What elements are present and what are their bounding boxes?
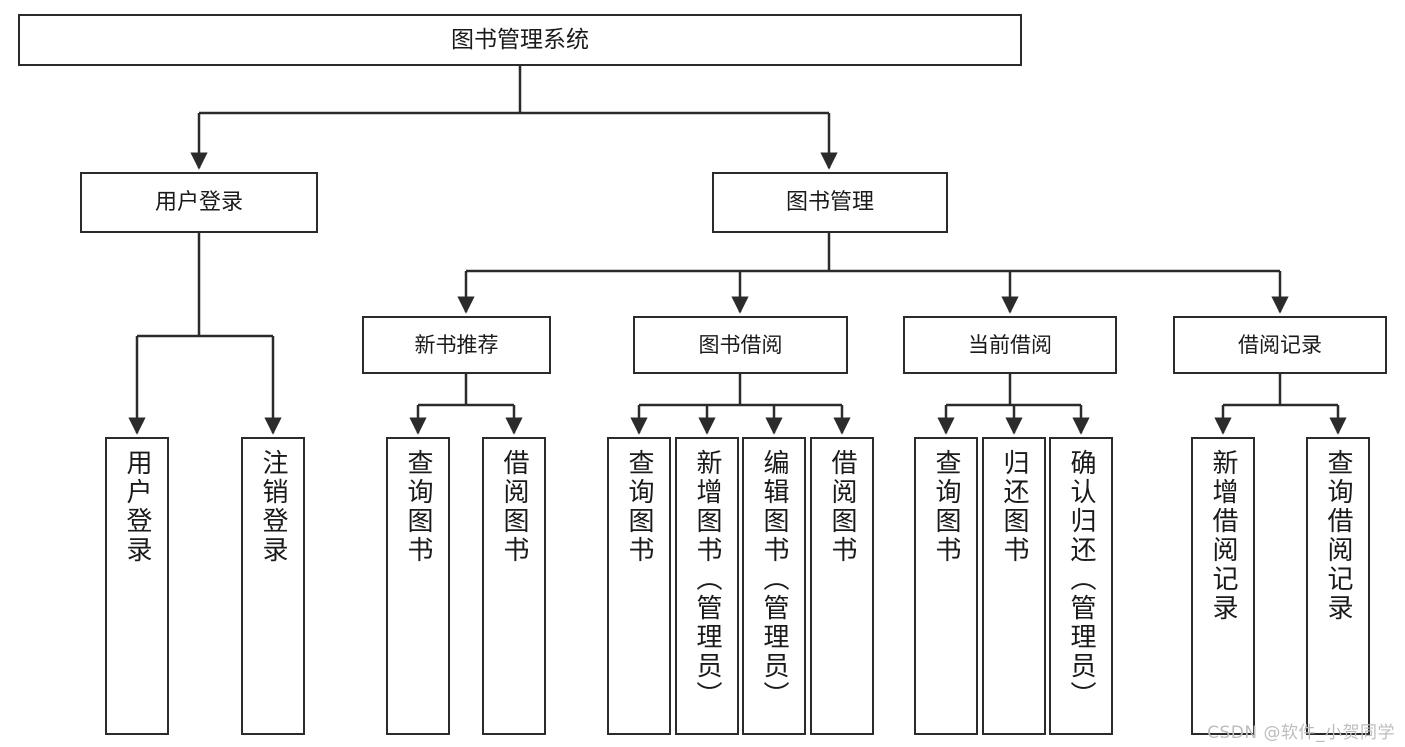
leaf-book-borrow-edit-admin[interactable]: 编辑图书（管理员） xyxy=(742,437,806,735)
node-new-book-recommend[interactable]: 新书推荐 xyxy=(362,316,551,374)
leaf-borrow-record-query[interactable]: 查询借阅记录 xyxy=(1306,437,1370,735)
node-borrow-record[interactable]: 借阅记录 xyxy=(1173,316,1387,374)
node-label: 注销登录 xyxy=(258,449,288,565)
node-label: 查询图书 xyxy=(624,449,654,565)
node-label: 查询图书 xyxy=(403,449,433,565)
node-book-borrow[interactable]: 图书借阅 xyxy=(633,316,848,374)
leaf-user-login-signin[interactable]: 用户登录 xyxy=(105,437,169,735)
node-label: 借阅图书 xyxy=(499,449,529,565)
leaf-current-borrow-return[interactable]: 归还图书 xyxy=(982,437,1046,735)
node-label: 查询图书 xyxy=(931,449,961,565)
csdn-watermark: CSDN @软件_小贺同学 xyxy=(1207,723,1395,743)
node-label: 新书推荐 xyxy=(414,332,499,357)
node-label: 图书借阅 xyxy=(698,332,783,357)
leaf-user-login-signout[interactable]: 注销登录 xyxy=(241,437,305,735)
node-label: 图书管理 xyxy=(785,189,874,215)
node-label: 新增借阅记录 xyxy=(1208,449,1238,623)
leaf-new-book-query[interactable]: 查询图书 xyxy=(386,437,450,735)
node-label: 用户登录 xyxy=(154,189,243,215)
leaf-current-borrow-query[interactable]: 查询图书 xyxy=(914,437,978,735)
node-label: 借阅图书 xyxy=(827,449,857,565)
leaf-borrow-record-add[interactable]: 新增借阅记录 xyxy=(1191,437,1255,735)
leaf-book-borrow-borrow[interactable]: 借阅图书 xyxy=(810,437,874,735)
node-label: 借阅记录 xyxy=(1238,332,1322,357)
node-label: 图书管理系统 xyxy=(451,26,589,53)
node-label: 确认归还（管理员） xyxy=(1066,449,1096,710)
node-label: 用户登录 xyxy=(122,449,152,565)
node-book-management[interactable]: 图书管理 xyxy=(712,172,948,233)
node-label: 新增图书（管理员） xyxy=(692,449,722,710)
leaf-new-book-borrow[interactable]: 借阅图书 xyxy=(482,437,546,735)
node-label: 编辑图书（管理员） xyxy=(759,449,789,710)
leaf-book-borrow-add-admin[interactable]: 新增图书（管理员） xyxy=(675,437,739,735)
leaf-book-borrow-query[interactable]: 查询图书 xyxy=(607,437,671,735)
node-root-book-management-system[interactable]: 图书管理系统 xyxy=(18,14,1022,66)
node-label: 当前借阅 xyxy=(968,332,1052,357)
node-current-borrow[interactable]: 当前借阅 xyxy=(903,316,1117,374)
node-label: 查询借阅记录 xyxy=(1323,449,1353,623)
leaf-current-borrow-confirm-admin[interactable]: 确认归还（管理员） xyxy=(1049,437,1113,735)
node-label: 归还图书 xyxy=(999,449,1029,565)
node-user-login[interactable]: 用户登录 xyxy=(80,172,318,233)
